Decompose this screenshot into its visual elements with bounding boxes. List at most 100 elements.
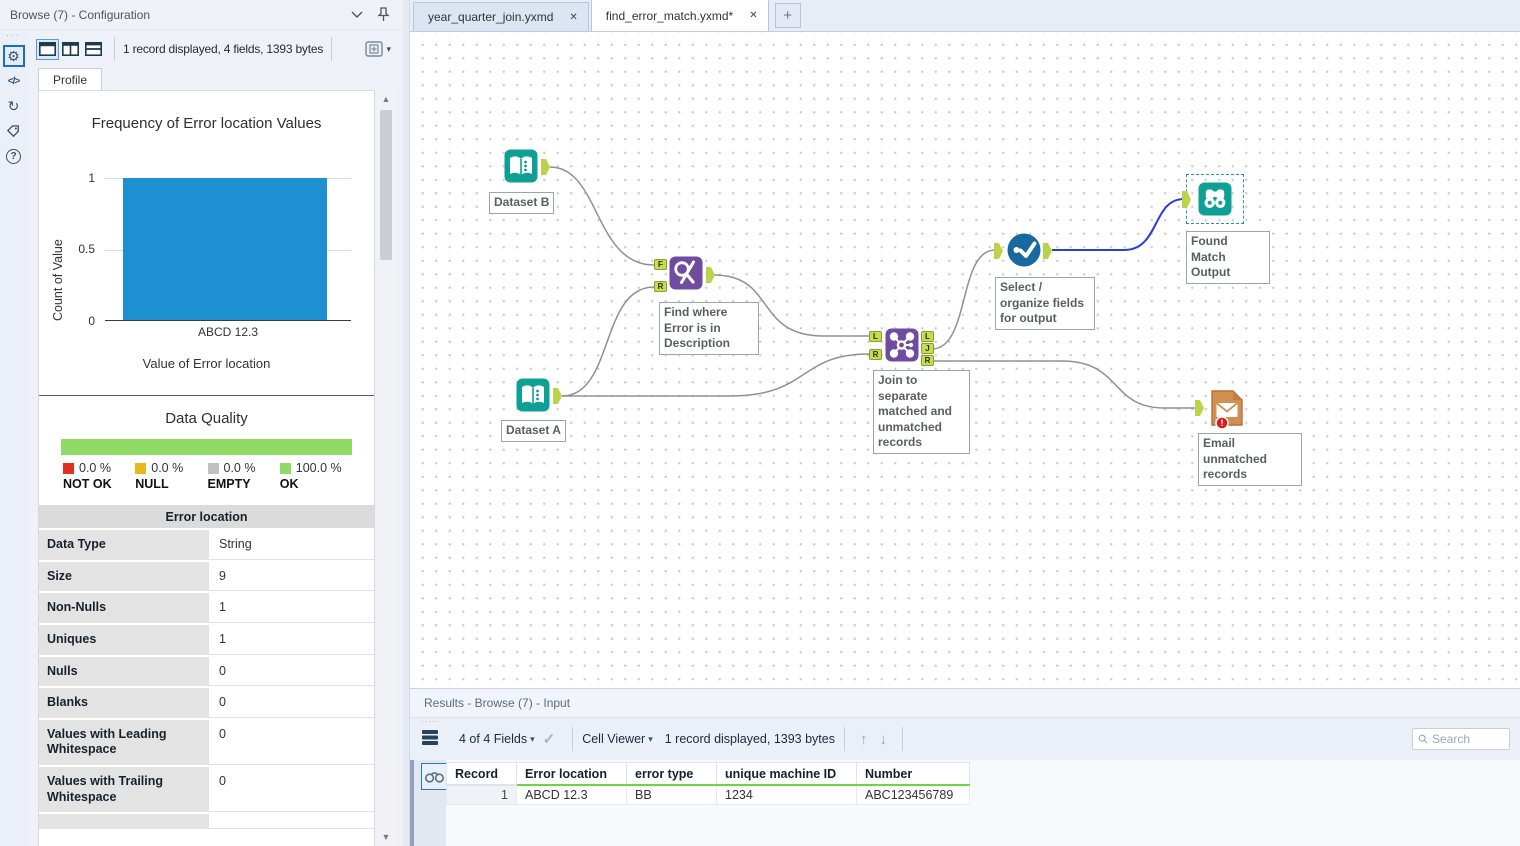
legend-swatch [280, 463, 291, 474]
browse-everywhere-button[interactable] [421, 763, 448, 790]
tool-label[interactable]: Join to separate matched and unmatched r… [873, 370, 970, 454]
chart-xtick: ABCD 12.3 [105, 325, 351, 339]
scroll-down-arrow[interactable]: ▼ [377, 830, 395, 844]
input-anchor-f[interactable]: F [654, 259, 667, 270]
tool-select[interactable] [1006, 232, 1042, 268]
tool-join[interactable] [884, 327, 920, 363]
column-header-record[interactable]: Record [447, 763, 517, 785]
workflow-canvas[interactable]: Dataset B Dataset A F R Find where Error… [410, 32, 1520, 688]
search-input[interactable] [1432, 732, 1504, 746]
chevron-down-icon[interactable] [347, 6, 367, 24]
tool-label[interactable]: Find where Error is in Description [659, 302, 759, 355]
table-row: Size9 [39, 562, 374, 594]
column-header-error-type[interactable]: error type [627, 763, 717, 785]
fields-dropdown[interactable]: 4 of 4 Fields [459, 732, 527, 746]
gear-icon[interactable]: ⚙ [3, 45, 25, 67]
tab-find-error-match[interactable]: find_error_match.yxmd* ✕ [591, 0, 769, 31]
add-pane-button[interactable]: ▾ [365, 41, 391, 57]
cell-number[interactable]: ABC123456789 [857, 785, 970, 805]
tag-icon[interactable] [3, 120, 25, 142]
scroll-up-arrow[interactable]: ▲ [377, 92, 395, 106]
document-tabbar: year_quarter_join.yxmd ✕ find_error_matc… [410, 0, 1520, 32]
results-search-box[interactable] [1412, 728, 1510, 750]
caret-down-icon[interactable]: ▾ [530, 734, 535, 745]
config-scrollbar[interactable]: ▲ ▼ [377, 90, 395, 846]
tab-profile[interactable]: Profile [38, 68, 102, 90]
tool-email[interactable]: ! [1208, 389, 1244, 425]
legend-item-not-ok: 0.0 % NOT OK [63, 461, 135, 491]
output-anchor-j[interactable]: J [921, 343, 934, 354]
table-row: Non-Nulls1 [39, 593, 374, 625]
chart-yticks: 1 0.5 0 [69, 178, 99, 321]
arrow-down-icon[interactable]: ↓ [879, 731, 887, 748]
select-icon [1006, 232, 1042, 268]
input-anchor-l[interactable]: L [869, 331, 882, 342]
rail-grip-dots[interactable]: ··· [0, 30, 27, 42]
data-quality-bar [61, 439, 352, 455]
input-data-icon [503, 148, 539, 184]
column-header-error-location[interactable]: Error location [517, 763, 627, 785]
panel-splitter[interactable] [403, 0, 410, 846]
two-row-layout-button[interactable] [83, 40, 104, 59]
config-left-rail: ··· ⚙ </> ↻ ? [0, 30, 27, 846]
arrow-up-icon[interactable]: ↑ [860, 731, 868, 748]
profile-tabstrip: Profile [27, 68, 403, 90]
close-icon[interactable]: ✕ [749, 10, 757, 21]
tool-browse-found-match[interactable] [1197, 181, 1233, 217]
apply-check-icon[interactable]: ✓ [543, 730, 556, 748]
table-row: Values with Trailing Whitespace0 [39, 767, 374, 814]
share-refresh-icon[interactable]: ↻ [3, 95, 25, 117]
browse-config-toolbar: 1 record displayed, 4 fields, 1393 bytes… [27, 30, 403, 68]
config-panel-title: Browse (7) - Configuration [10, 8, 341, 22]
output-anchor-r[interactable]: R [921, 355, 934, 366]
column-header-number[interactable]: Number [857, 763, 970, 785]
results-status-text: 1 record displayed, 1393 bytes [665, 732, 835, 746]
output-anchor-l[interactable]: L [921, 331, 934, 342]
join-icon [884, 327, 920, 363]
caret-down-icon: ▾ [386, 44, 391, 55]
tool-label[interactable]: Found Match Output [1186, 231, 1270, 284]
grip-dots: ····· [421, 719, 439, 727]
tab-year-quarter-join[interactable]: year_quarter_join.yxmd ✕ [413, 2, 589, 31]
help-icon[interactable]: ? [3, 145, 25, 167]
email-icon: ! [1208, 389, 1246, 431]
code-icon[interactable]: </> [3, 70, 25, 92]
tool-input-dataset-a[interactable] [515, 377, 551, 413]
two-column-layout-button[interactable] [60, 40, 81, 59]
close-icon[interactable]: ✕ [569, 12, 577, 23]
pin-icon[interactable] [373, 6, 393, 24]
legend-swatch [208, 463, 219, 474]
results-body: Record Error location error type unique … [410, 760, 1520, 846]
results-grip-button[interactable]: ····· [413, 719, 447, 759]
legend-swatch [135, 463, 146, 474]
scrollbar-thumb[interactable] [380, 110, 392, 260]
browse-binoculars-icon [1197, 181, 1233, 217]
cell-error-location[interactable]: ABCD 12.3 [517, 785, 627, 805]
ytick: 1 [88, 171, 95, 185]
cell-unique-machine-id[interactable]: 1234 [717, 785, 857, 805]
chart-bar[interactable] [123, 178, 327, 321]
tool-input-dataset-b[interactable] [503, 148, 539, 184]
cell-error-type[interactable]: BB [627, 785, 717, 805]
results-header: Results - Browse (7) - Input [410, 688, 1520, 718]
new-workflow-button[interactable]: + [775, 3, 801, 28]
input-anchor-r[interactable]: R [654, 281, 667, 292]
tool-label[interactable]: Select / organize fields for output [995, 277, 1095, 330]
field-profile-header: Error location [39, 505, 374, 530]
tool-label[interactable]: Email unmatched records [1198, 433, 1302, 486]
chart-title: Frequency of Error location Values [39, 115, 374, 132]
tool-label[interactable]: Dataset A [501, 420, 566, 442]
caret-down-icon[interactable]: ▾ [648, 734, 653, 745]
ytick: 0 [88, 314, 95, 328]
tool-label[interactable]: Dataset B [489, 192, 554, 214]
single-pane-layout-button[interactable] [37, 40, 58, 59]
column-header-unique-machine-id[interactable]: unique machine ID [717, 763, 857, 785]
x-axis-line [105, 320, 351, 322]
input-data-icon [515, 377, 551, 413]
results-toolbar: ····· 4 of 4 Fields ▾ ✓ Cell Viewer ▾ 1 … [410, 718, 1520, 760]
cell-record[interactable]: 1 [447, 785, 517, 805]
cell-viewer-dropdown[interactable]: Cell Viewer [582, 732, 645, 746]
tool-find-replace[interactable] [668, 255, 704, 291]
input-anchor-r[interactable]: R [869, 349, 882, 360]
legend-item-empty: 0.0 % EMPTY [208, 461, 280, 491]
